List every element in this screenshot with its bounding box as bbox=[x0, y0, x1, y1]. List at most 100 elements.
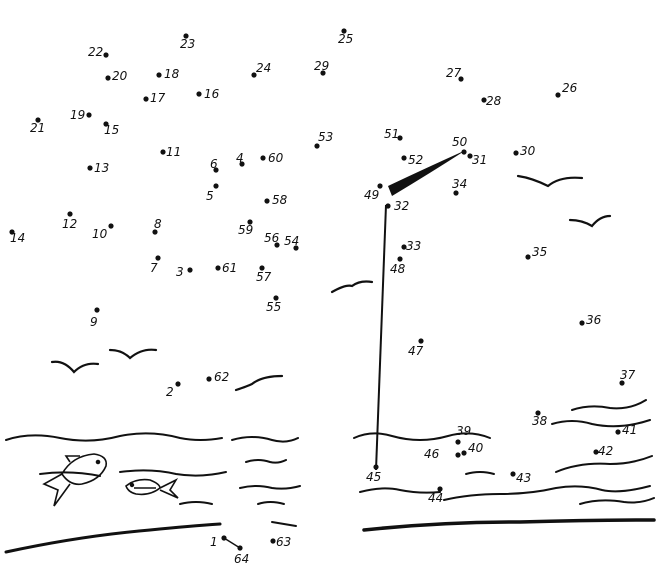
dot-35[interactable]: 35 bbox=[525, 245, 547, 260]
dot-62[interactable]: 62 bbox=[206, 370, 229, 384]
dot-47[interactable]: 47 bbox=[408, 338, 424, 358]
dot-point[interactable] bbox=[105, 75, 111, 81]
dot-point[interactable] bbox=[593, 449, 599, 455]
dot-point[interactable] bbox=[401, 155, 407, 161]
dot-23[interactable]: 23 bbox=[180, 33, 195, 51]
dot-point[interactable] bbox=[175, 381, 181, 387]
dot-point[interactable] bbox=[247, 219, 253, 225]
dot-point[interactable] bbox=[103, 121, 109, 127]
dot-point[interactable] bbox=[293, 245, 299, 251]
dot-point[interactable] bbox=[239, 161, 245, 167]
dot-point[interactable] bbox=[437, 486, 443, 492]
dot-point[interactable] bbox=[385, 203, 391, 209]
dot-26[interactable]: 26 bbox=[555, 81, 578, 98]
dot-16[interactable]: 16 bbox=[196, 87, 220, 101]
dot-29[interactable]: 29 bbox=[314, 59, 329, 76]
dot-point[interactable] bbox=[525, 254, 531, 260]
dot-point[interactable] bbox=[273, 295, 279, 301]
dot-point[interactable] bbox=[467, 153, 473, 159]
dot-point[interactable] bbox=[418, 338, 424, 344]
dot-25[interactable]: 25 bbox=[338, 28, 353, 46]
dot-20[interactable]: 20 bbox=[105, 69, 128, 83]
dot-7[interactable]: 7 bbox=[150, 255, 161, 275]
dot-55[interactable]: 55 bbox=[266, 295, 281, 314]
dot-38[interactable]: 38 bbox=[532, 410, 548, 428]
dot-51[interactable]: 51 bbox=[384, 127, 403, 141]
dot-point[interactable] bbox=[320, 70, 326, 76]
dot-point[interactable] bbox=[513, 150, 519, 156]
dot-56[interactable]: 56 bbox=[264, 231, 280, 248]
dot-53[interactable]: 53 bbox=[314, 130, 333, 149]
dot-point[interactable] bbox=[87, 165, 93, 171]
dot-point[interactable] bbox=[155, 255, 161, 261]
dot-point[interactable] bbox=[196, 91, 202, 97]
dot-point[interactable] bbox=[453, 190, 459, 196]
dot-3[interactable]: 3 bbox=[176, 265, 193, 279]
dot-point[interactable] bbox=[341, 28, 347, 34]
dot-point[interactable] bbox=[401, 244, 407, 250]
dot-point[interactable] bbox=[455, 439, 461, 445]
dot-point[interactable] bbox=[221, 535, 227, 541]
dot-19[interactable]: 19 bbox=[70, 108, 92, 122]
dot-point[interactable] bbox=[108, 223, 114, 229]
dot-37[interactable]: 37 bbox=[619, 368, 636, 386]
dot-5[interactable]: 5 bbox=[206, 183, 219, 203]
dot-28[interactable]: 28 bbox=[481, 94, 502, 108]
dot-point[interactable] bbox=[215, 265, 221, 271]
dot-22[interactable]: 22 bbox=[88, 45, 109, 59]
dot-9[interactable]: 9 bbox=[90, 307, 100, 329]
dot-43[interactable]: 43 bbox=[510, 471, 531, 485]
dot-33[interactable]: 33 bbox=[401, 239, 421, 253]
dot-61[interactable]: 61 bbox=[215, 261, 237, 275]
dot-13[interactable]: 13 bbox=[87, 161, 109, 175]
dot-point[interactable] bbox=[9, 229, 15, 235]
dot-48[interactable]: 48 bbox=[390, 256, 406, 276]
dot-12[interactable]: 12 bbox=[62, 211, 77, 231]
dot-point[interactable] bbox=[397, 256, 403, 262]
dot-point[interactable] bbox=[187, 267, 193, 273]
dot-point[interactable] bbox=[615, 429, 621, 435]
dot-point[interactable] bbox=[481, 97, 487, 103]
dot-point[interactable] bbox=[156, 72, 162, 78]
dot-41[interactable]: 41 bbox=[615, 423, 637, 437]
dot-44[interactable]: 44 bbox=[428, 486, 443, 505]
dot-36[interactable]: 36 bbox=[579, 313, 602, 327]
dot-2[interactable]: 2 bbox=[166, 381, 181, 399]
dot-24[interactable]: 24 bbox=[251, 61, 271, 78]
dot-64[interactable]: 64 bbox=[234, 545, 249, 566]
dot-point[interactable] bbox=[535, 410, 541, 416]
dot-34[interactable]: 34 bbox=[452, 177, 467, 196]
dot-54[interactable]: 54 bbox=[284, 234, 299, 251]
dot-4[interactable]: 4 bbox=[236, 151, 245, 167]
dot-point[interactable] bbox=[86, 112, 92, 118]
dot-point[interactable] bbox=[160, 149, 166, 155]
dot-60[interactable]: 60 bbox=[260, 151, 284, 165]
dot-point[interactable] bbox=[237, 545, 243, 551]
dot-point[interactable] bbox=[270, 538, 276, 544]
dot-point[interactable] bbox=[143, 96, 149, 102]
dot-point[interactable] bbox=[458, 76, 464, 82]
dot-point[interactable] bbox=[555, 92, 561, 98]
dot-point[interactable] bbox=[314, 143, 320, 149]
dot-50[interactable]: 50 bbox=[452, 135, 468, 155]
dot-point[interactable] bbox=[264, 198, 270, 204]
dot-point[interactable] bbox=[259, 265, 265, 271]
dot-point[interactable] bbox=[579, 320, 585, 326]
dot-45[interactable]: 45 bbox=[366, 464, 381, 484]
dot-point[interactable] bbox=[397, 135, 403, 141]
dot-14[interactable]: 14 bbox=[9, 229, 25, 245]
dot-27[interactable]: 27 bbox=[446, 66, 464, 82]
dot-57[interactable]: 57 bbox=[256, 265, 272, 284]
dot-point[interactable] bbox=[94, 307, 100, 313]
dot-point[interactable] bbox=[213, 183, 219, 189]
dot-32[interactable]: 32 bbox=[385, 199, 409, 213]
dot-49[interactable]: 49 bbox=[364, 183, 383, 202]
dot-30[interactable]: 30 bbox=[513, 144, 536, 158]
dot-40[interactable]: 40 bbox=[461, 441, 484, 456]
dot-point[interactable] bbox=[377, 183, 383, 189]
dot-point[interactable] bbox=[373, 464, 379, 470]
dot-52[interactable]: 52 bbox=[401, 153, 423, 167]
dot-10[interactable]: 10 bbox=[92, 223, 114, 241]
dot-18[interactable]: 18 bbox=[156, 67, 180, 81]
dot-point[interactable] bbox=[35, 117, 41, 123]
